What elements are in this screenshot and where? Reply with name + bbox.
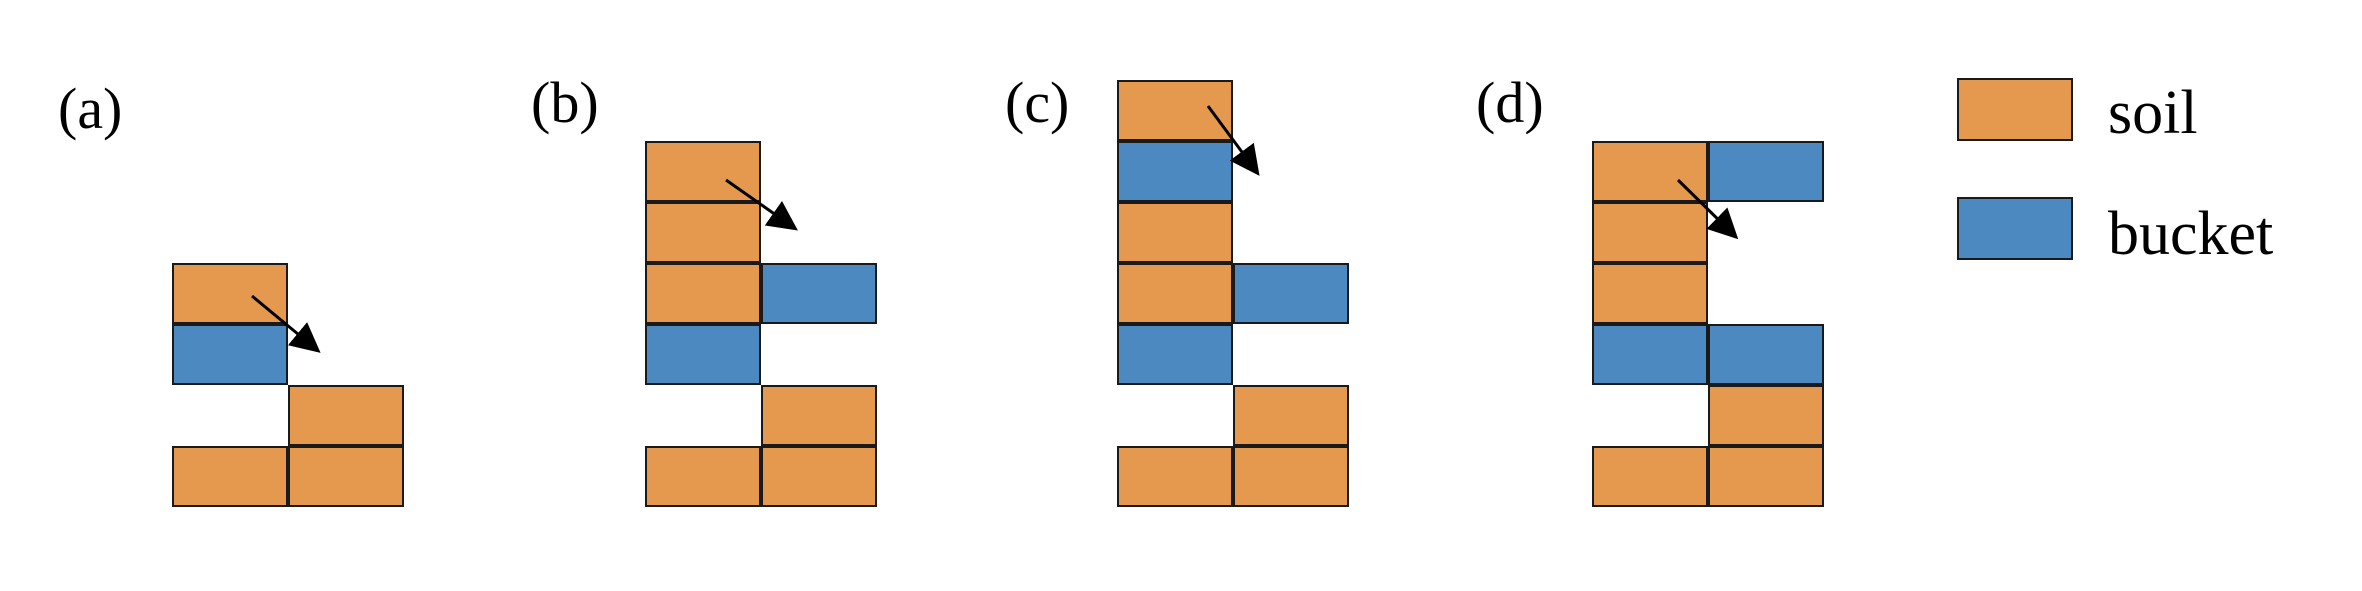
- block-bucket-panel2-3: [761, 263, 877, 324]
- legend-label-bucket: bucket: [2108, 200, 2274, 268]
- block-soil-panel4-8: [1708, 446, 1824, 507]
- block-soil-panel2-5: [761, 385, 877, 446]
- legend-swatch-bucket: [1957, 197, 2073, 260]
- block-soil-panel1-4: [288, 446, 404, 507]
- block-soil-panel2-1: [645, 202, 761, 263]
- block-soil-panel4-6: [1708, 385, 1824, 446]
- block-soil-panel3-8: [1233, 446, 1349, 507]
- arrow-a: [251, 294, 321, 353]
- block-bucket-panel4-4: [1592, 324, 1708, 385]
- block-bucket-panel3-5: [1117, 324, 1233, 385]
- block-bucket-panel4-1: [1708, 141, 1824, 202]
- block-soil-panel3-2: [1117, 202, 1233, 263]
- block-soil-panel3-0: [1117, 80, 1233, 141]
- arrow-c: [1206, 105, 1260, 176]
- block-soil-panel4-3: [1592, 263, 1708, 324]
- block-soil-panel1-3: [172, 446, 288, 507]
- block-soil-panel1-0: [172, 263, 288, 324]
- block-bucket-panel3-4: [1233, 263, 1349, 324]
- legend-label-soil: soil: [2108, 79, 2198, 147]
- block-soil-panel3-3: [1117, 263, 1233, 324]
- block-bucket-panel3-1: [1117, 141, 1233, 202]
- block-bucket-panel4-5: [1708, 324, 1824, 385]
- block-bucket-panel1-1: [172, 324, 288, 385]
- panel-label-d: (d): [1476, 70, 1544, 135]
- arrow-b: [725, 178, 798, 231]
- block-soil-panel2-6: [645, 446, 761, 507]
- block-soil-panel3-7: [1117, 446, 1233, 507]
- block-soil-panel4-7: [1592, 446, 1708, 507]
- block-soil-panel3-6: [1233, 385, 1349, 446]
- block-soil-panel2-7: [761, 446, 877, 507]
- legend-swatch-soil: [1957, 78, 2073, 141]
- arrow-d: [1676, 178, 1739, 240]
- block-bucket-panel2-4: [645, 324, 761, 385]
- panel-label-c: (c): [1005, 70, 1070, 135]
- block-soil-panel2-2: [645, 263, 761, 324]
- panel-label-b: (b): [531, 70, 599, 135]
- panel-label-a: (a): [58, 76, 123, 141]
- block-soil-panel1-2: [288, 385, 404, 446]
